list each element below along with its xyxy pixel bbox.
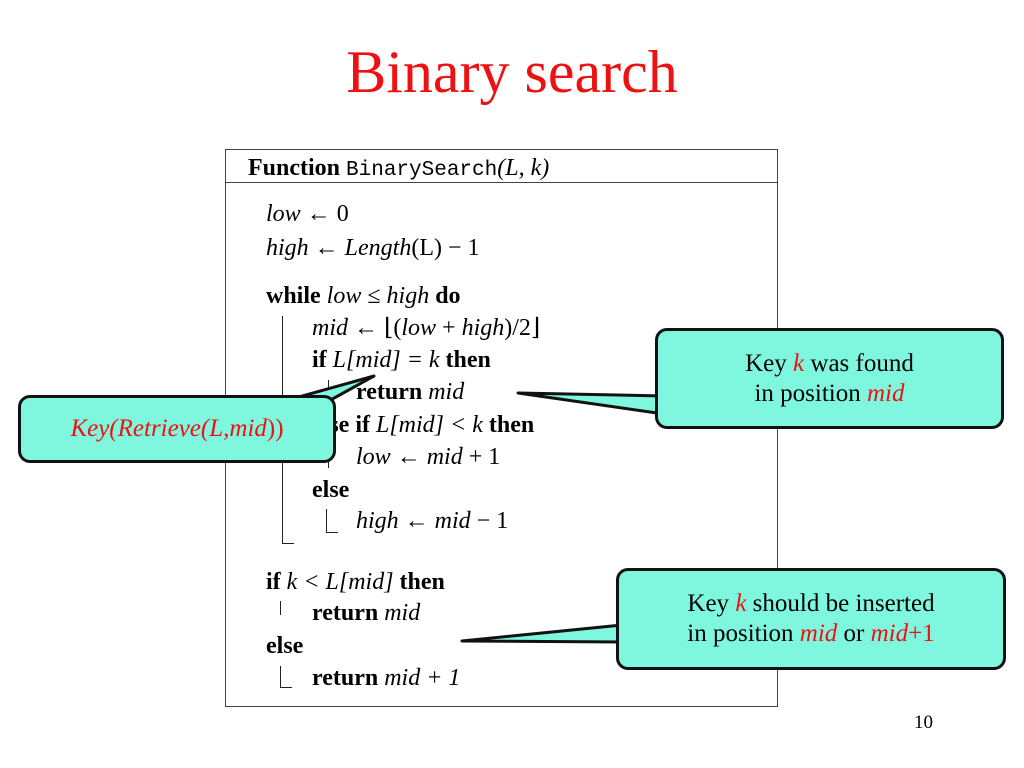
code-line: else if L[mid] < k then xyxy=(312,412,535,438)
code-line: return mid xyxy=(312,600,421,626)
insert-callout: Key k should be inserted in position mid… xyxy=(616,568,1006,670)
code-line: if k < L[mid] then xyxy=(266,569,445,595)
final-else-rule-foot xyxy=(280,687,292,689)
final-else-rule xyxy=(280,666,282,688)
code-line: if L[mid] = k then xyxy=(312,347,491,373)
while-block-rule-foot xyxy=(282,543,294,545)
code-line: else xyxy=(266,633,304,659)
else-block-rule xyxy=(326,509,328,533)
insert-callout-line1: Key k should be inserted xyxy=(687,590,935,617)
page-number: 10 xyxy=(914,712,933,733)
code-line: return mid xyxy=(356,379,465,405)
function-name: BinarySearch xyxy=(346,159,498,182)
found-callout-line2: in position mid xyxy=(754,379,905,407)
code-line: high ← mid − 1 xyxy=(356,508,509,534)
code-line: low ← mid + 1 xyxy=(356,444,501,470)
code-line: return mid + 1 xyxy=(312,665,461,691)
code-line: else xyxy=(312,477,350,503)
code-line: high ← Length(L) − 1 xyxy=(266,235,480,261)
found-callout-line1: Key k was found xyxy=(745,349,914,377)
if-block-rule xyxy=(280,601,282,615)
algorithm-header: Function BinarySearch(L, k) xyxy=(226,150,777,183)
found-callout: Key k was found in position mid xyxy=(655,328,1004,429)
slide-title: Binary search xyxy=(346,39,678,105)
retrieve-callout: Key(Retrieve(L,mid)) xyxy=(18,395,336,463)
insert-callout-line2: in position mid or mid+1 xyxy=(687,620,935,647)
else-block-rule-foot xyxy=(326,532,338,534)
code-line: low ← 0 xyxy=(266,201,349,227)
function-signature: Function BinarySearch(L, k) xyxy=(248,155,550,182)
code-line: mid ← ⌊(low + high)/2⌋ xyxy=(312,315,541,341)
code-line: while low ≤ high do xyxy=(266,283,461,309)
retrieve-callout-text: Key(Retrieve(L,mid)) xyxy=(70,415,284,442)
